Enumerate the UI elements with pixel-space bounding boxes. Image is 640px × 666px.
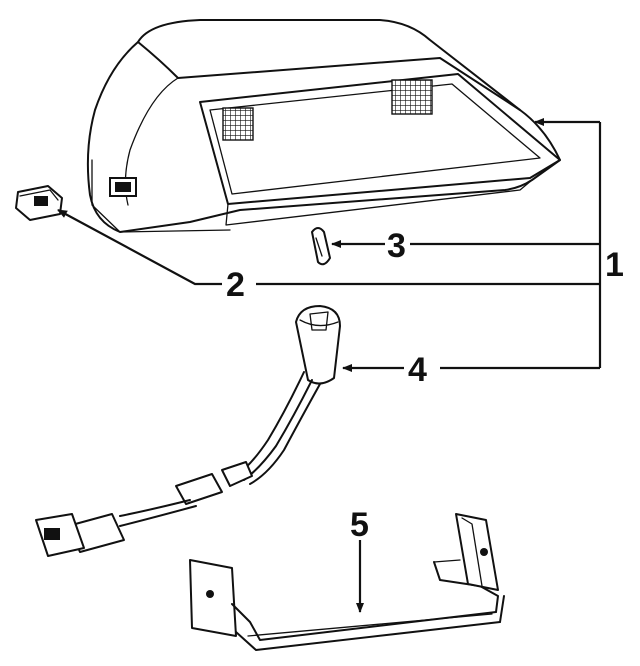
leader-lines [57,118,602,613]
bulb [311,227,331,266]
callout-2: 2 [226,266,245,304]
callout-1: 1 [605,246,624,284]
mounting-bracket [189,513,505,651]
callout-4: 4 [408,351,427,389]
socket-harness [35,305,341,557]
connector-plug [15,185,63,221]
callout-5: 5 [350,506,369,544]
stop-lamp-housing [86,19,561,233]
callout-3: 3 [387,227,406,265]
